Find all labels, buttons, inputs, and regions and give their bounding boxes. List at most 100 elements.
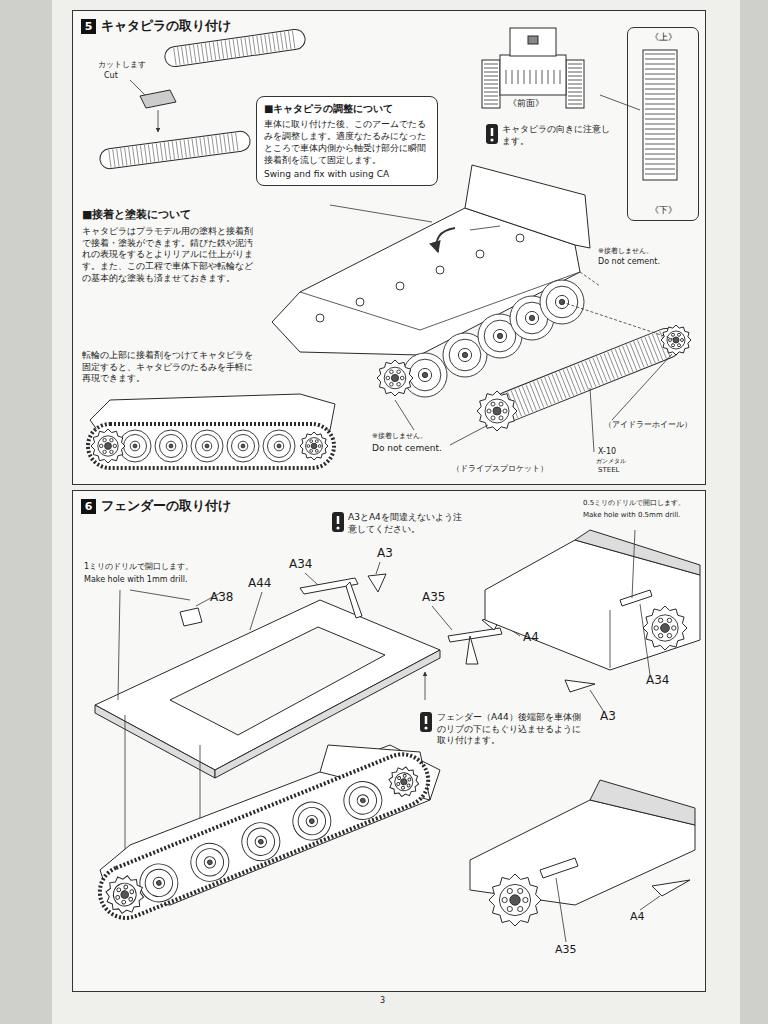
sprocket (91, 429, 125, 463)
caution-icon (424, 726, 427, 729)
track-link (589, 359, 599, 385)
hull-detail (560, 70, 561, 84)
sprocket-hole (121, 900, 126, 905)
track-link (484, 68, 498, 69)
track-link (645, 144, 675, 145)
track-link (585, 361, 595, 387)
track-link (645, 64, 675, 65)
step-panel: 6フェンダーの取り付け (72, 490, 706, 992)
track-link (568, 96, 582, 97)
note-label: ガンメタル (596, 457, 626, 465)
note-label: Make hole with 0.5mm drill. (583, 511, 680, 520)
wheel-hub (253, 834, 268, 849)
wheel-hub (120, 890, 130, 900)
suspension-arm (396, 282, 404, 290)
track-link (634, 341, 644, 367)
track-link (225, 40, 228, 58)
step-panel: ■キャタピラの調整について車体に取り付けた後、このアームでたるみを調整します。適… (72, 10, 706, 485)
note-label: Do not cement. (598, 257, 660, 267)
sprocket-hole (315, 449, 318, 452)
hull-detail (554, 70, 555, 84)
sprocket-hole (407, 784, 411, 788)
road-wheel (231, 434, 254, 457)
track-link (152, 144, 154, 162)
sprocket-hole (499, 416, 503, 420)
wheel-hub (277, 444, 281, 448)
part-number: A3 (600, 709, 616, 725)
note-label: ※接着しません。 (598, 247, 653, 256)
hull-detail (524, 70, 525, 84)
track-link (645, 74, 675, 75)
hull (500, 55, 566, 95)
sprocket (110, 880, 140, 910)
road-wheel (159, 434, 182, 457)
arrow (125, 715, 126, 868)
track-link (645, 99, 675, 100)
part-a35 (466, 636, 478, 664)
track-link (174, 48, 177, 66)
road-wheel (236, 817, 285, 866)
track-link (626, 344, 636, 370)
track-link (176, 141, 178, 159)
superstructure (510, 28, 556, 56)
sprocket-hole (523, 897, 528, 902)
leader-line (432, 606, 452, 630)
caution-icon (486, 124, 498, 144)
wheel-hub (202, 855, 217, 870)
track-link (253, 36, 256, 54)
track-link (645, 59, 675, 60)
note-text: Swing and fix with using CA (264, 168, 430, 180)
hull (465, 165, 590, 248)
track-link (213, 42, 216, 60)
hull-edge (300, 292, 420, 330)
track-link (129, 147, 131, 165)
wheel-hub (258, 839, 264, 845)
sprocket-hole (397, 370, 401, 374)
track (482, 60, 500, 108)
note-label: キャタピラの向きに注意します。 (502, 124, 612, 147)
part-a3 (368, 574, 386, 592)
wheel-hub (238, 441, 248, 451)
cut-piece (140, 90, 176, 108)
panel-ground (72, 10, 706, 485)
note-label: Do not cement. (372, 443, 442, 455)
track-link (526, 385, 536, 411)
fender-opening (170, 627, 385, 735)
hull-detail (512, 70, 513, 84)
sprocket (98, 436, 118, 456)
sprocket (652, 615, 678, 641)
road-wheel (191, 430, 223, 462)
note-label: フェンダー（A44）後端部を車体側のリブの下にもぐり込ませるように取り付けます。 (437, 712, 587, 747)
sprocket-hole (103, 450, 106, 453)
track-link (160, 143, 162, 161)
wheel-hub (400, 778, 408, 786)
sprocket-hole (129, 889, 134, 894)
track (566, 60, 584, 108)
track-link (568, 64, 582, 65)
track-link (545, 377, 555, 403)
track-link (645, 174, 675, 175)
track (92, 746, 436, 925)
track-link (533, 382, 543, 408)
track-link (484, 92, 498, 93)
note-label: （ドライブスプロケット） (452, 464, 548, 474)
track-link (269, 34, 272, 52)
track-link (552, 374, 562, 400)
suspension-arm (356, 298, 364, 306)
track-link (645, 154, 675, 155)
sprocket-hole (518, 888, 523, 893)
sprocket-hole (503, 409, 507, 413)
track-link (611, 350, 621, 376)
track-link (645, 134, 675, 135)
suspension-arm (516, 234, 524, 242)
track-link (265, 35, 268, 53)
track-link (216, 135, 218, 153)
step-heading: フェンダーの取り付け (101, 497, 231, 515)
part-a34 (346, 582, 362, 618)
wheel-hub (510, 895, 520, 905)
track-link (645, 119, 675, 120)
track-link (109, 150, 111, 168)
sprocket-hole (681, 339, 684, 342)
hull-detail (536, 70, 537, 84)
sprocket-hole (678, 344, 681, 347)
